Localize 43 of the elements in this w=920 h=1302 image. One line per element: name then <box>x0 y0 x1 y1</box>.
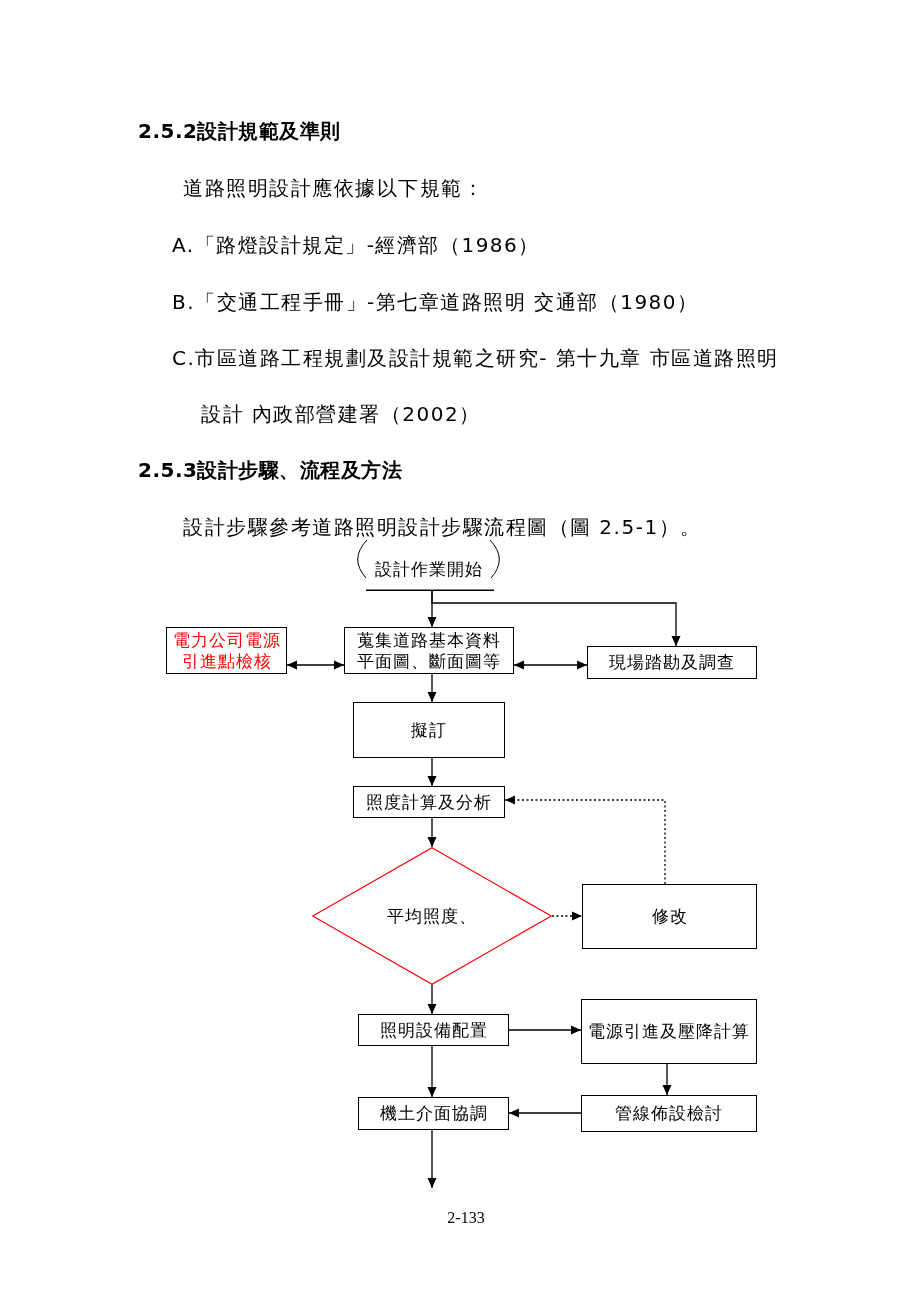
double-arrow <box>286 660 345 670</box>
process-box <box>344 627 514 674</box>
page-number: 2-133 <box>446 1208 486 1228</box>
process-box <box>353 786 505 818</box>
process-box <box>353 702 505 758</box>
step-text: 蒐集道路基本資料平面圖、斷面圖等 <box>356 629 502 672</box>
step-text: 管線佈設檢討 <box>615 1103 723 1124</box>
step-text: 修改 <box>651 906 688 927</box>
arrow <box>508 1108 582 1118</box>
dotted-arrow <box>504 795 666 885</box>
step-text: 照明設備配置 <box>379 1019 488 1041</box>
step-text: 現場踏勘及調查 <box>609 652 735 673</box>
list-item: A.「路燈設計規定」-經濟部（1986） <box>172 233 540 257</box>
process-box <box>581 1095 757 1132</box>
step-text: 照度計算及分析 <box>366 791 492 813</box>
arrow <box>427 984 437 1015</box>
paragraph: 設計步驟參考道路照明設計步驟流程圖（圖 2.5-1）。 <box>183 515 702 539</box>
section-heading: 2.5.2設計規範及準則 <box>138 119 341 143</box>
arrow <box>427 817 437 848</box>
process-box <box>587 646 757 679</box>
decision-diamond <box>312 847 552 985</box>
process-box <box>581 999 757 1064</box>
arrow <box>508 1025 582 1035</box>
step-text: 電源引進及壓降計算 <box>588 1021 750 1042</box>
decision-text: 平均照度、 <box>387 905 477 927</box>
process-box <box>358 1014 509 1046</box>
dotted-arrow <box>551 911 583 921</box>
step-text: 擬訂 <box>411 719 447 741</box>
step-text: 電力公司電源引進點檢核 <box>171 629 282 672</box>
section-heading: 2.5.3設計步驟、流程及方法 <box>138 458 403 482</box>
arrow <box>662 1063 672 1096</box>
paragraph: 道路照明設計應依據以下規範： <box>183 176 484 200</box>
process-box <box>582 884 757 949</box>
step-text: 機土介面協調 <box>379 1103 488 1124</box>
process-box <box>358 1097 509 1130</box>
arrow <box>427 1129 437 1189</box>
double-arrow <box>513 660 588 670</box>
list-item: B.「交通工程手冊」-第七章道路照明 交通部（1980） <box>172 290 699 314</box>
arrow <box>431 590 681 647</box>
arrow <box>427 757 437 787</box>
arrow <box>427 1045 437 1098</box>
list-item: C.市區道路工程規劃及設計規範之研究- 第十九章 市區道路照明設計 內政部營建署（2002） <box>172 345 780 428</box>
arrow <box>427 673 437 703</box>
